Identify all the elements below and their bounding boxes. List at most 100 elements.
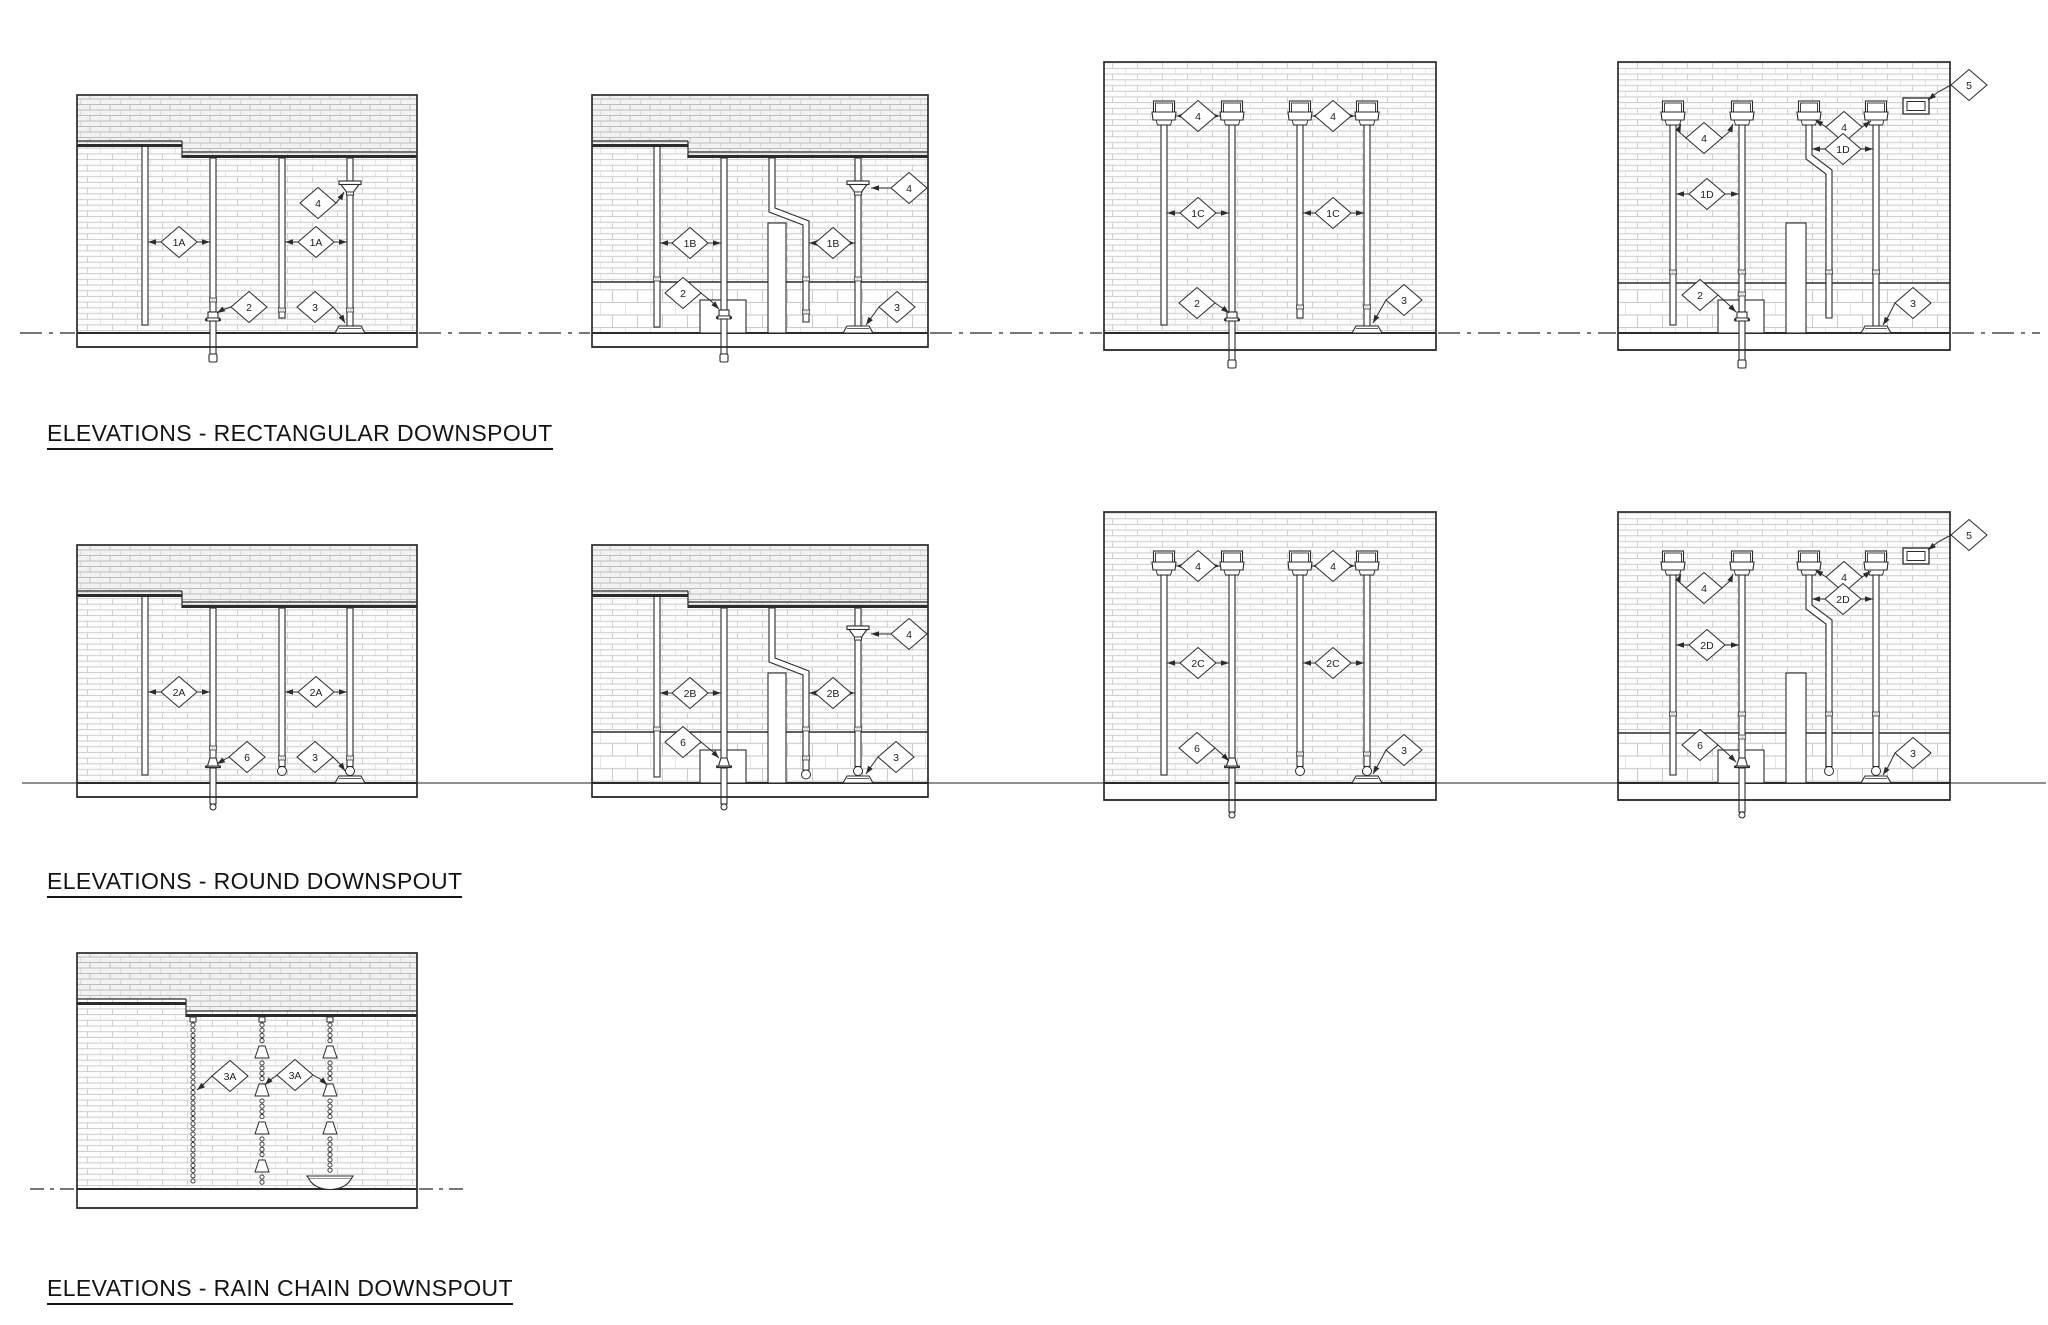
diamond-tag: 5 — [1950, 68, 1988, 102]
tag-label: 1D — [1836, 144, 1850, 156]
keynote-leader — [1814, 119, 1872, 129]
diamond-tag: 1C — [1314, 196, 1352, 230]
downspout — [854, 607, 862, 627]
diamond-tag: 6 — [1681, 728, 1719, 762]
diamond-tag: 6 — [1178, 731, 1216, 765]
tag-label: 3 — [893, 752, 899, 764]
tag-label: 1A — [173, 237, 186, 249]
dimension-tag — [285, 689, 347, 695]
catch-basin — [305, 1175, 355, 1191]
diamond-tag: 3 — [296, 290, 334, 324]
keynote-leader — [196, 1075, 213, 1091]
round-elbow — [801, 769, 811, 780]
tag-label: 2B — [827, 688, 840, 700]
diamond-tag: 3 — [1894, 286, 1932, 320]
downspout — [653, 145, 661, 328]
tag-label: 2 — [680, 288, 686, 300]
diamond-tag: 4 — [890, 171, 928, 205]
tag-label: 6 — [244, 752, 250, 764]
diamond-tag: 4 — [299, 186, 337, 220]
below-grade-pipe — [1737, 320, 1747, 369]
downspout — [768, 607, 810, 771]
panel-rectangular-4: 4 4 1D 1D 2 3 5 — [1617, 61, 1988, 369]
diamond-tag: 4 — [1685, 571, 1723, 605]
diamond-tag: 2 — [1681, 278, 1719, 312]
splash-block — [334, 775, 366, 784]
tag-label: 2B — [684, 688, 697, 700]
tag-label: 2D — [1700, 640, 1714, 652]
keynote-leader — [1214, 302, 1230, 314]
downspout — [1228, 124, 1236, 313]
overflow-funnel — [338, 180, 362, 196]
tag-label: 2 — [1194, 298, 1200, 310]
diamond-tag: 6 — [228, 740, 266, 774]
downspout — [141, 145, 149, 326]
tag-label: 4 — [906, 183, 912, 195]
diamond-tag: 2 — [664, 276, 702, 310]
downspout — [346, 157, 354, 182]
dimension-tag — [660, 240, 721, 246]
diamond-tag: 3 — [1385, 733, 1423, 767]
diamond-tag: 3 — [877, 740, 915, 774]
conductor-head — [1287, 550, 1313, 576]
tag-label: 4 — [1701, 583, 1707, 595]
diamond-tag: 1B — [814, 226, 852, 260]
downspout — [854, 194, 862, 327]
diamond-tag: 2A — [297, 675, 335, 709]
keynote-leader — [1927, 84, 1952, 101]
downspout — [278, 607, 286, 768]
tag-label: 6 — [680, 737, 686, 749]
keynote-leader — [700, 292, 720, 310]
diamond-tag: 6 — [664, 725, 702, 759]
splash-block — [1860, 775, 1892, 784]
conductor-head — [1796, 100, 1822, 126]
downspout-shoe — [205, 757, 221, 769]
tag-label: 3A — [224, 1071, 237, 1083]
round-elbow — [1871, 766, 1881, 776]
keynote-leader — [871, 631, 891, 637]
downspout — [1872, 124, 1880, 327]
dimension-tag — [1676, 642, 1739, 648]
downspout — [1805, 574, 1833, 768]
conductor-head — [1219, 550, 1245, 576]
keynote-leader — [865, 756, 879, 775]
conductor-head — [1863, 100, 1889, 126]
dimension-tag — [1167, 660, 1229, 666]
keynote-leader — [1717, 294, 1737, 313]
downspout — [209, 607, 217, 759]
round-elbow — [853, 766, 863, 776]
keynote-leader — [1675, 123, 1734, 139]
tag-label: 3 — [1401, 745, 1407, 757]
downspout — [1296, 574, 1304, 768]
keynote-leader — [700, 741, 720, 759]
conductor-head — [1729, 550, 1755, 576]
tag-label: 1B — [827, 238, 840, 250]
dimension-tag — [1303, 210, 1364, 216]
diamond-tag: 3 — [296, 740, 334, 774]
tag-label: 2 — [1697, 290, 1703, 302]
diamond-tag: 2B — [814, 676, 852, 710]
conductor-head — [1219, 100, 1245, 126]
below-grade-pipe — [208, 320, 218, 363]
keynote-leader — [332, 306, 346, 324]
tag-label: 3 — [1910, 748, 1916, 760]
tag-label: 2A — [310, 687, 323, 699]
overflow-funnel — [846, 180, 870, 196]
keynote-leader — [216, 756, 230, 765]
tag-label: 4 — [1195, 561, 1201, 573]
tag-label: 5 — [1966, 80, 1972, 92]
keynote-leader — [1372, 749, 1387, 775]
tag-label: 1C — [1191, 208, 1205, 220]
dimension-tag — [1167, 210, 1229, 216]
below-grade-pipe — [1738, 767, 1746, 819]
diamond-tag: 4 — [1314, 99, 1352, 133]
tag-label: 4 — [1841, 122, 1847, 134]
downspout — [1296, 124, 1304, 319]
tag-label: 4 — [1701, 133, 1707, 145]
tag-label: 3 — [312, 302, 318, 314]
dimension-tag — [1812, 146, 1873, 152]
diamond-tag: 1D — [1688, 177, 1726, 211]
diamond-tag: 3A — [276, 1058, 314, 1092]
